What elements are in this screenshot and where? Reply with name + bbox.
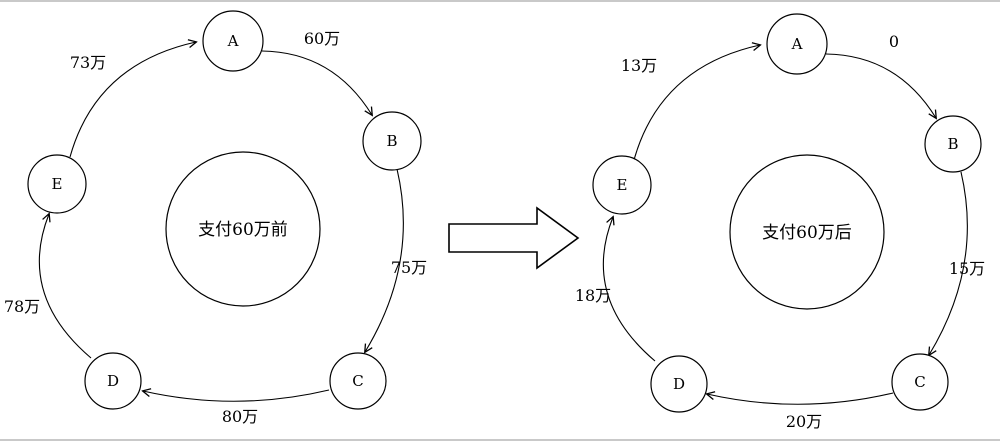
after-node-d-circle (650, 355, 708, 413)
after-node-a-circle (766, 13, 828, 75)
transform-arrow-icon (448, 206, 580, 270)
before-edge-a-to-b-label: 60万 (304, 29, 340, 48)
after-center-label: 支付60万后 (762, 223, 852, 243)
before-edge-c-to-d-label: 80万 (222, 407, 258, 426)
after-node-c-label: C (914, 373, 925, 391)
after-edge-e-to-a-arrow (633, 45, 760, 161)
after-edge-e-to-a-label: 13万 (621, 56, 657, 75)
before-center-circle (165, 151, 321, 307)
before-node-e-circle (27, 154, 87, 214)
after-edge-a-to-b-arrow (825, 53, 936, 118)
before-node-b-label: B (386, 132, 397, 150)
before-node-e-label: E (52, 175, 63, 193)
after-edge-d-to-e-label: 18万 (575, 286, 611, 305)
after-edge-d-to-e-arrow (602, 217, 656, 362)
before-edge-d-to-e-arrow (38, 214, 92, 359)
after-node-c-circle (891, 353, 949, 411)
before-node-a-circle (202, 10, 264, 72)
after-node-d-label: D (673, 375, 685, 393)
after-edge-b-to-c-label: 15万 (949, 259, 985, 278)
after-node-a-label: A (791, 35, 803, 53)
diagram-after: 支付60万后 13万 0 15万 20万 18万 A B C D E (575, 13, 985, 431)
before-edge-b-to-c-label: 75万 (391, 258, 427, 277)
before-edge-a-to-b-arrow (261, 50, 372, 115)
after-node-e-circle (592, 155, 652, 215)
before-node-b-circle (362, 111, 422, 171)
after-center-circle (729, 154, 885, 310)
after-edge-c-to-d-label: 20万 (786, 412, 822, 431)
before-node-d-circle (84, 352, 142, 410)
before-node-d-label: D (107, 372, 119, 390)
before-edge-e-to-a-arrow (69, 42, 196, 158)
before-edge-c-to-d-arrow (143, 390, 330, 402)
before-node-c-label: C (352, 372, 363, 390)
after-edge-b-to-c-arrow (929, 171, 968, 355)
diagram-before: 支付60万前 73万 60万 75万 80万 78万 A B C D E (4, 10, 427, 426)
after-edge-c-to-d-arrow (707, 393, 894, 405)
before-node-a-label: A (227, 32, 239, 50)
after-node-e-label: E (617, 176, 628, 194)
before-center-label: 支付60万前 (198, 220, 288, 240)
before-node-c-circle (329, 352, 387, 410)
after-edge-a-to-b-label: 0 (889, 32, 899, 51)
before-edge-b-to-c-arrow (365, 168, 404, 352)
before-edge-d-to-e-label: 78万 (4, 297, 40, 316)
before-edge-e-to-a-label: 73万 (70, 53, 106, 72)
after-node-b-circle (924, 115, 982, 173)
after-node-b-label: B (947, 135, 958, 153)
